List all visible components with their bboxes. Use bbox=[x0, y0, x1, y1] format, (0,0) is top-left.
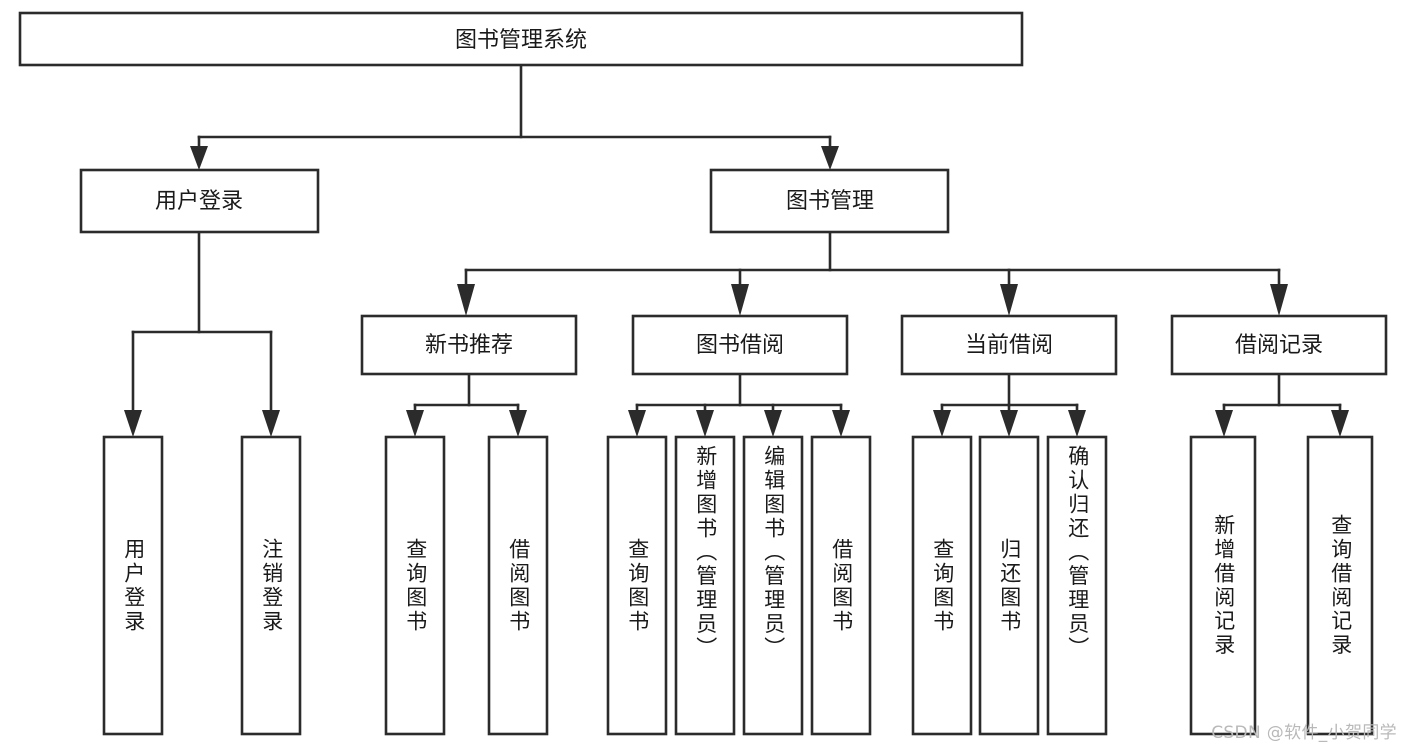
node-book-manage-box[interactable] bbox=[709, 168, 950, 234]
leaf-box-add-borrow-record[interactable] bbox=[1189, 435, 1257, 736]
leaf-box-confirm-return-admin[interactable] bbox=[1046, 435, 1108, 736]
leaf-box-user-login[interactable] bbox=[102, 435, 164, 736]
node-book-manage-label: 图书管理 bbox=[786, 189, 874, 214]
watermark-text: CSDN @软件_小贺同学 bbox=[1211, 723, 1397, 743]
arrow-down-icon bbox=[832, 410, 850, 437]
node-root-box[interactable] bbox=[18, 11, 1024, 67]
leaf-box-borrow-book[interactable] bbox=[810, 435, 872, 736]
arrow-down-icon bbox=[1270, 284, 1288, 316]
leaf-box-query-borrow-record[interactable] bbox=[1306, 435, 1374, 736]
arrow-down-icon bbox=[406, 410, 424, 437]
arrow-down-icon bbox=[1000, 284, 1018, 316]
arrow-down-icon bbox=[821, 146, 839, 170]
leaf-box-query-book-current[interactable] bbox=[911, 435, 973, 736]
arrow-down-icon bbox=[1215, 410, 1233, 437]
arrow-down-icon bbox=[628, 410, 646, 437]
node-root-label: 图书管理系统 bbox=[455, 28, 587, 53]
leaf-box-return-book[interactable] bbox=[978, 435, 1040, 736]
arrow-down-icon bbox=[509, 410, 527, 437]
leaf-box-edit-book-admin[interactable] bbox=[742, 435, 804, 736]
node-borrow-record-label: 借阅记录 bbox=[1235, 333, 1323, 358]
leaf-box-borrow-book-new[interactable] bbox=[487, 435, 549, 736]
node-borrow-record-box[interactable] bbox=[1170, 314, 1388, 376]
node-current-borrow-box[interactable] bbox=[900, 314, 1118, 376]
node-book-borrow-label: 图书借阅 bbox=[696, 333, 784, 358]
leaf-box-query-book-borrow[interactable] bbox=[606, 435, 668, 736]
leaf-box-query-book-new[interactable] bbox=[384, 435, 446, 736]
node-current-borrow-label: 当前借阅 bbox=[965, 333, 1053, 358]
node-book-borrow-box[interactable] bbox=[631, 314, 849, 376]
node-user-login-box[interactable] bbox=[79, 168, 320, 234]
arrow-down-icon bbox=[124, 410, 142, 437]
arrow-down-icon bbox=[1331, 410, 1349, 437]
node-new-book-label: 新书推荐 bbox=[425, 333, 513, 358]
arrow-down-icon bbox=[262, 410, 280, 437]
arrow-down-icon bbox=[696, 410, 714, 437]
arrow-down-icon bbox=[764, 410, 782, 437]
arrow-down-icon bbox=[731, 284, 749, 316]
arrow-down-icon bbox=[190, 146, 208, 170]
arrow-down-icon bbox=[1000, 410, 1018, 437]
arrow-down-icon bbox=[1068, 410, 1086, 437]
leaf-box-logout[interactable] bbox=[240, 435, 302, 736]
arrow-down-icon bbox=[933, 410, 951, 437]
arrow-down-icon bbox=[457, 284, 475, 316]
leaf-box-add-book-admin[interactable] bbox=[674, 435, 736, 736]
node-user-login-label: 用户登录 bbox=[155, 189, 243, 214]
node-new-book-box[interactable] bbox=[360, 314, 578, 376]
